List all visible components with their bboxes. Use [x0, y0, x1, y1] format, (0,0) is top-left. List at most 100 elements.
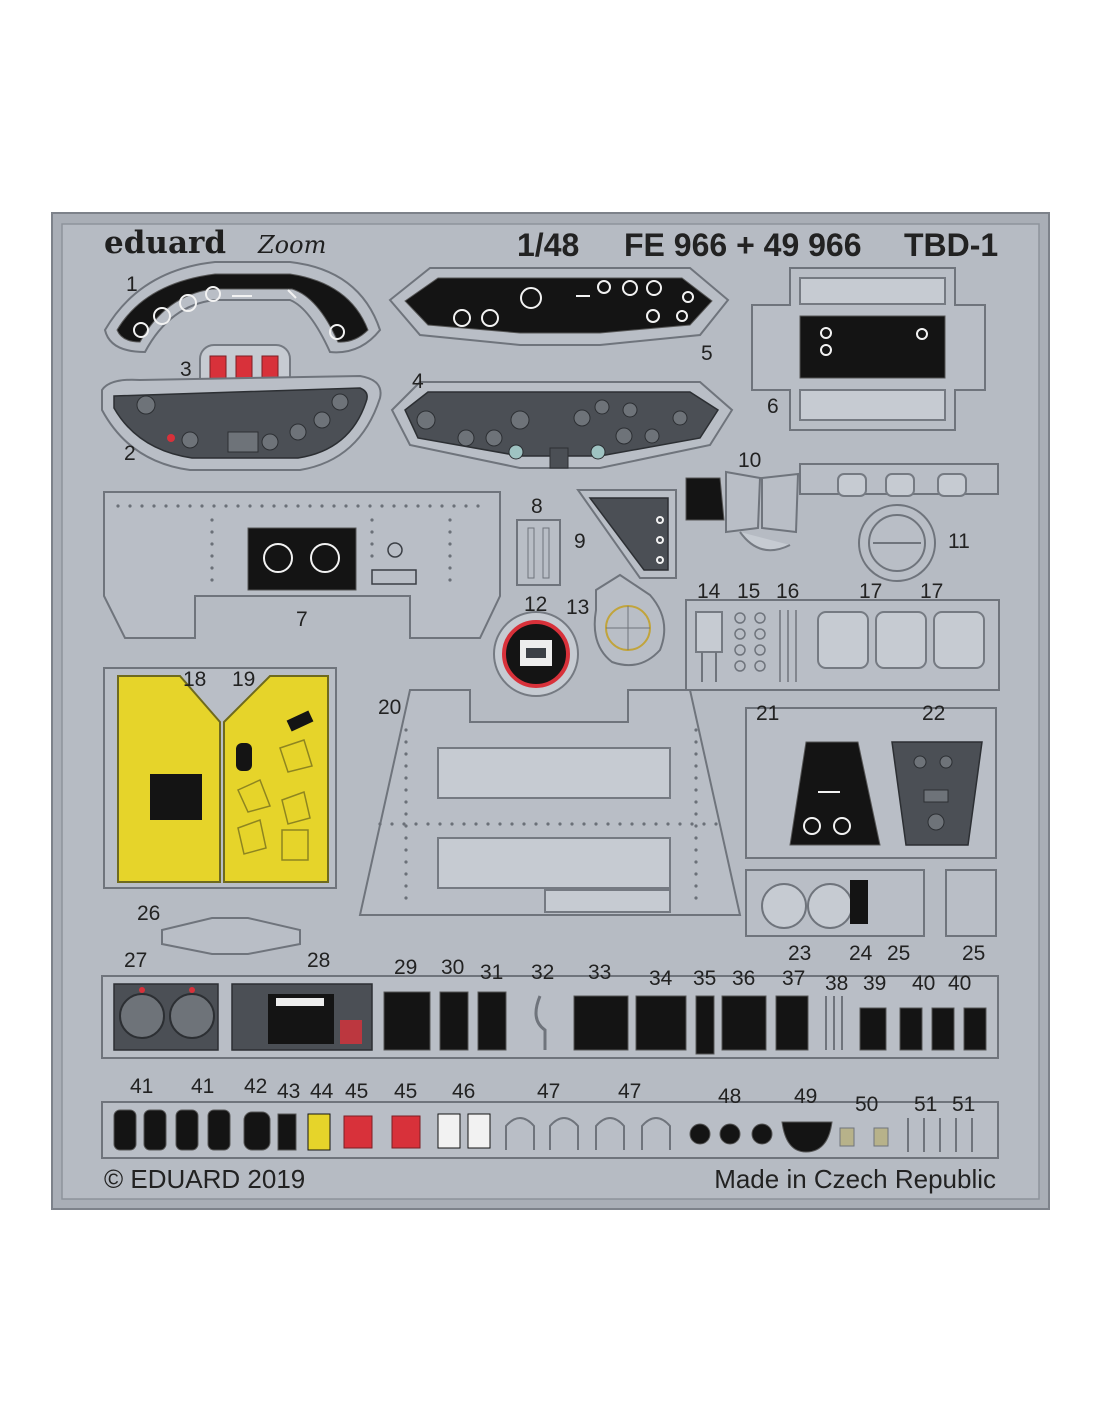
rivet — [332, 504, 336, 508]
rivet — [404, 872, 408, 876]
rivet — [694, 788, 698, 792]
rivet — [694, 848, 698, 852]
part-label-43: 43 — [277, 1080, 300, 1103]
rivet — [392, 504, 396, 508]
rivet — [140, 504, 144, 508]
rivet — [694, 776, 698, 780]
rivet — [370, 518, 374, 522]
rivet — [404, 752, 408, 756]
rivet — [284, 504, 288, 508]
rivet — [404, 788, 408, 792]
part-label-50: 50 — [855, 1093, 878, 1116]
rivet — [448, 542, 452, 546]
part-label-42: 42 — [244, 1075, 267, 1098]
part-8-strips — [516, 519, 561, 586]
rivet — [402, 822, 406, 826]
part-label-1: 1 — [126, 273, 138, 296]
part-label-45b: 45 — [394, 1080, 417, 1103]
rivet — [694, 872, 698, 876]
rivet — [690, 822, 694, 826]
part-label-40b: 40 — [948, 972, 971, 995]
rivet — [630, 822, 634, 826]
rivet — [452, 504, 456, 508]
zoom-logo: Zoom — [257, 231, 326, 259]
part-28-radio-panel — [231, 983, 373, 1051]
rivet — [694, 836, 698, 840]
rivet — [694, 740, 698, 744]
rivet — [404, 812, 408, 816]
part-29-36-small-panels — [383, 991, 987, 1055]
copyright-text: © EDUARD 2019 — [104, 1164, 305, 1194]
rivet — [694, 752, 698, 756]
rivet — [380, 504, 384, 508]
part-label-8: 8 — [531, 495, 543, 518]
rivet — [368, 504, 372, 508]
part-label-26: 26 — [137, 902, 160, 925]
rivet — [534, 822, 538, 826]
rivet — [200, 504, 204, 508]
part-label-34: 34 — [649, 967, 673, 990]
rivet — [370, 554, 374, 558]
part-label-41b: 41 — [191, 1075, 214, 1098]
model-name: TBD-1 — [904, 227, 998, 263]
rivet — [414, 822, 418, 826]
part-label-10: 10 — [738, 449, 761, 472]
part-13-gunsight-ring — [593, 573, 666, 666]
rivet — [654, 822, 658, 826]
rivet — [440, 504, 444, 508]
rivet — [210, 518, 214, 522]
rivet — [320, 504, 324, 508]
rivet — [236, 504, 240, 508]
part-label-13: 13 — [566, 596, 589, 619]
rivet — [666, 822, 670, 826]
rivet — [210, 566, 214, 570]
rivet — [404, 728, 408, 732]
part-label-4: 4 — [412, 370, 424, 393]
part-4-instrument-panel — [390, 381, 734, 469]
part-47-51-small-parts — [505, 1117, 671, 1150]
rivet — [404, 836, 408, 840]
origin-text: Made in Czech Republic — [714, 1164, 996, 1194]
rivet — [714, 822, 718, 826]
rivet — [476, 504, 480, 508]
rivet — [224, 504, 228, 508]
rivet — [464, 504, 468, 508]
part-label-20: 20 — [378, 696, 401, 719]
part-12-compass-dial — [493, 611, 579, 697]
part-label-25b: 25 — [962, 942, 985, 965]
part-label-17b: 17 — [920, 580, 943, 603]
brand-logo: eduard — [104, 225, 226, 261]
rivet — [404, 860, 408, 864]
rivet — [678, 822, 682, 826]
part-48-49-dials — [689, 1118, 973, 1153]
part-label-45a: 45 — [345, 1080, 368, 1103]
part-23-25-brackets — [745, 869, 997, 937]
part-label-31: 31 — [480, 961, 503, 984]
part-label-15: 15 — [737, 580, 760, 603]
part-label-22: 22 — [922, 702, 945, 725]
part-label-33: 33 — [588, 961, 611, 984]
rivet — [702, 822, 706, 826]
rivet — [404, 800, 408, 804]
part-27-twin-gauges — [113, 983, 219, 1051]
rivet — [558, 822, 562, 826]
rivet — [448, 530, 452, 534]
rivet — [296, 504, 300, 508]
part-label-19: 19 — [232, 668, 255, 691]
part-label-47b: 47 — [618, 1080, 641, 1103]
rivet — [486, 822, 490, 826]
part-label-32: 32 — [531, 961, 554, 984]
part-5-main-instrument-panel — [388, 267, 730, 346]
part-label-23: 23 — [788, 942, 811, 965]
part-label-29: 29 — [394, 956, 417, 979]
rivet — [272, 504, 276, 508]
part-label-49: 49 — [794, 1085, 817, 1108]
part-label-7: 7 — [296, 608, 308, 631]
rivet — [448, 518, 452, 522]
rivet — [390, 822, 394, 826]
rivet — [404, 884, 408, 888]
part-10-seat-back — [685, 463, 999, 552]
part-14-17-bracket-group — [685, 599, 1000, 691]
rivet — [438, 822, 442, 826]
